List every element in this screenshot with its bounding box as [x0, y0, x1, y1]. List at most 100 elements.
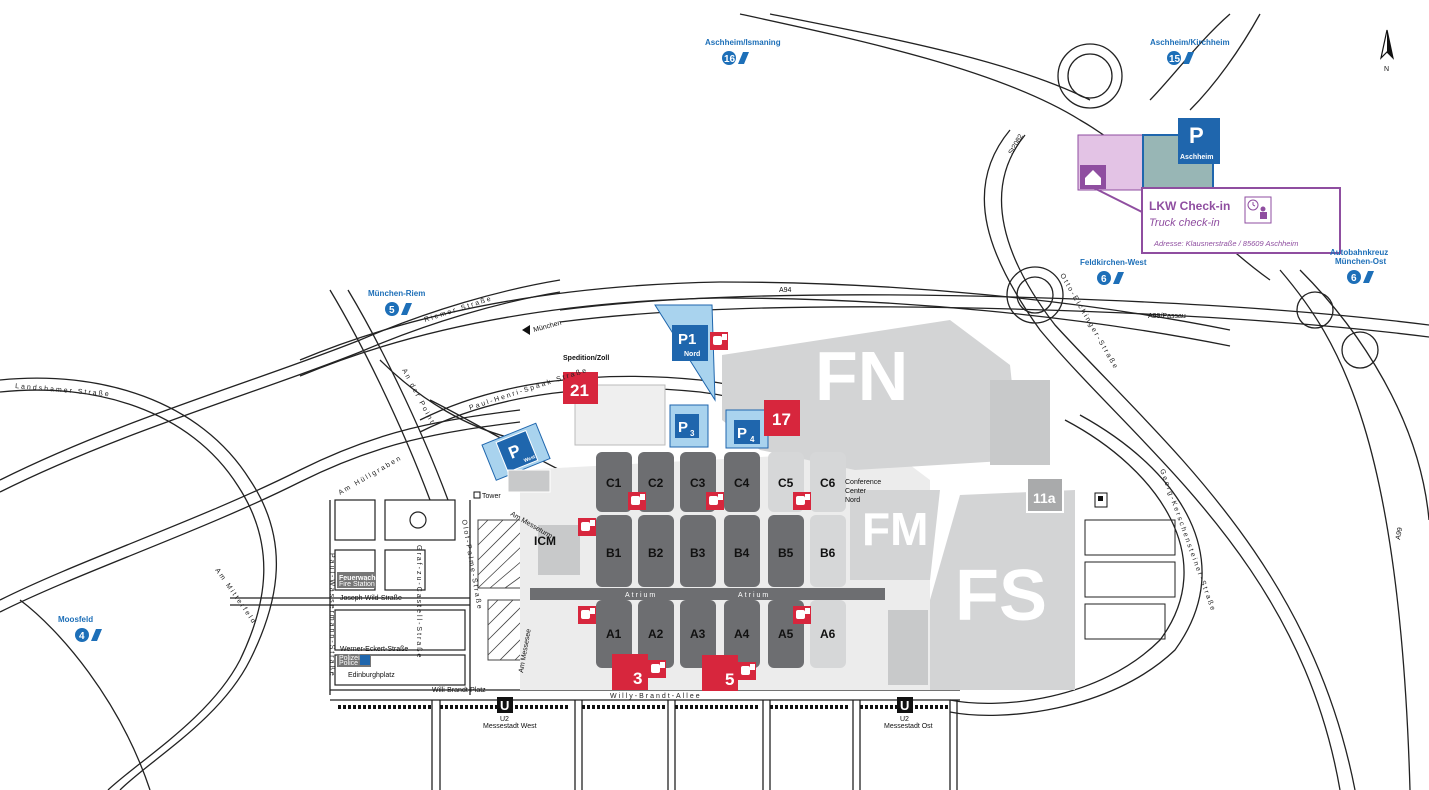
- entrance-21[interactable]: [563, 372, 598, 404]
- hall-fs[interactable]: [930, 490, 1075, 690]
- truck-checkin-box[interactable]: [1141, 187, 1341, 254]
- north-label: N: [1384, 66, 1389, 73]
- truck-checkin-title: LKW Check-in: [1149, 199, 1230, 213]
- parking-p3-label: P: [678, 419, 688, 436]
- aschheim-parking-sub: Aschheim: [1180, 154, 1213, 161]
- entrance-3-label: 3: [633, 669, 642, 688]
- parking-p1-label: P1: [678, 331, 696, 348]
- hall-a4[interactable]: [724, 600, 760, 668]
- hall-c2[interactable]: [638, 452, 674, 512]
- conference-line1: Conference: [845, 479, 881, 486]
- fire-station-box: [337, 572, 375, 588]
- hall-b4[interactable]: [724, 515, 760, 587]
- exit-number-circle: [1097, 271, 1111, 285]
- hall-b3[interactable]: [680, 515, 716, 587]
- road-a99: A99: [1395, 527, 1404, 541]
- exit-number-circle: [385, 302, 399, 316]
- hall-c4[interactable]: [724, 452, 760, 512]
- parking-west[interactable]: P West: [481, 422, 551, 481]
- road-edinburghplatz: Edinburghplatz: [348, 672, 395, 679]
- parking-p3-num: 3: [690, 429, 695, 438]
- hall-fn-label: FN: [815, 337, 908, 415]
- north-arrow-icon: N: [1379, 29, 1395, 73]
- entrance-17-label: 17: [772, 410, 791, 429]
- fn-annex: [990, 380, 1050, 465]
- exit-marker: Feldkirchen-West 6: [1080, 258, 1147, 285]
- hall-b4-label: B4: [734, 546, 750, 560]
- entrance-17[interactable]: [764, 400, 800, 436]
- atrium-label-right: Atrium: [738, 592, 770, 599]
- hall-a3[interactable]: [680, 600, 716, 668]
- road-st2082: St2082: [1008, 133, 1025, 156]
- hall-a6[interactable]: [810, 600, 846, 668]
- icm-building[interactable]: [538, 525, 580, 575]
- hall-c3-label: C3: [690, 476, 706, 490]
- road-a99-passau: A99/Passau: [1148, 313, 1186, 320]
- hall-b5[interactable]: [768, 515, 804, 587]
- road-graf-zu-castell: Graf-zu-Castell-Straße: [415, 545, 422, 659]
- icm-label: ICM: [534, 534, 556, 548]
- exit-number: 6: [1101, 274, 1107, 285]
- parking-p1-sign[interactable]: [672, 325, 708, 361]
- exit-markers: Aschheim/Ismaning16Aschheim/Kirchheim15F…: [58, 38, 1388, 642]
- entrance-3[interactable]: [612, 654, 648, 690]
- fire-label-1: Feuerwache: [339, 575, 380, 582]
- ubahn-west[interactable]: U U2 Messestadt West: [483, 697, 537, 730]
- ubahn-west-letter: U: [500, 698, 509, 713]
- police-icon: [360, 655, 370, 665]
- parking-p1-sub: Nord: [684, 351, 700, 358]
- police-label-2: Police: [339, 660, 358, 667]
- parking-p4-sign[interactable]: [734, 420, 760, 444]
- road-joseph-wild: Joseph-Wild-Straße: [340, 595, 402, 602]
- hall-fm[interactable]: [850, 490, 940, 580]
- tower-label: Tower: [482, 493, 501, 500]
- exit-number: 5: [389, 305, 395, 316]
- parking-p3-sign[interactable]: [675, 414, 699, 438]
- bus-stop-icon: [706, 492, 724, 510]
- bus-icons: [578, 332, 811, 680]
- hall-11a[interactable]: [1026, 477, 1064, 513]
- hall-c4-label: C4: [734, 476, 750, 490]
- motorway-exit-icon: [91, 629, 102, 641]
- motorway-exit-icon: [401, 303, 412, 315]
- hall-b1[interactable]: [596, 515, 632, 587]
- fuel-station-icon: [1094, 492, 1108, 508]
- truck-checkin-subtitle: Truck check-in: [1149, 217, 1220, 229]
- clock-person-icon: [1244, 196, 1272, 224]
- hall-a1-label: A1: [606, 627, 622, 641]
- ubahn-ost-station: Messestadt Ost: [884, 723, 933, 730]
- hall-a2[interactable]: [638, 600, 674, 668]
- spedition-label: Spedition/Zoll: [563, 355, 609, 362]
- conference-line2: Center: [845, 488, 867, 495]
- exit-name: Feldkirchen-West: [1080, 258, 1147, 267]
- ubahn-west-line: U2: [500, 716, 509, 723]
- exit-number-circle: [75, 628, 89, 642]
- hall-b6[interactable]: [810, 515, 846, 587]
- hall-c1-label: C1: [606, 476, 622, 490]
- hall-a1[interactable]: [596, 600, 632, 668]
- road-willy-brandt-allee: Willy-Brandt-Allee: [610, 693, 702, 700]
- exit-name: Aschheim/Ismaning: [705, 38, 781, 47]
- exit-number: 15: [1169, 54, 1181, 65]
- fire-label-2: Fire Station: [339, 581, 375, 588]
- hall-a6-label: A6: [820, 627, 836, 641]
- hall-c6[interactable]: [810, 452, 846, 512]
- exit-number-circle: [1167, 51, 1181, 65]
- hall-c2-label: C2: [648, 476, 664, 490]
- road-werner-eckert: Werner-Eckert-Straße: [340, 646, 408, 653]
- road-landshamer: Landshamer Straße: [15, 383, 111, 398]
- hall-b2[interactable]: [638, 515, 674, 587]
- hall-c1[interactable]: [596, 452, 632, 512]
- aschheim-parking-sign[interactable]: [1178, 118, 1220, 164]
- east-lot: [888, 610, 928, 685]
- entrance-5[interactable]: [702, 655, 738, 691]
- exit-name: Moosfeld: [58, 615, 93, 624]
- atrium: [530, 588, 885, 600]
- hall-b2-label: B2: [648, 546, 664, 560]
- truck-checkin-address: Adresse: Klausnerstraße / 85609 Aschheim: [1153, 239, 1298, 248]
- hall-c6-label: C6: [820, 476, 836, 490]
- ubahn-ost[interactable]: U U2 Messestadt Ost: [884, 697, 933, 730]
- hall-fs-label: FS: [955, 556, 1047, 636]
